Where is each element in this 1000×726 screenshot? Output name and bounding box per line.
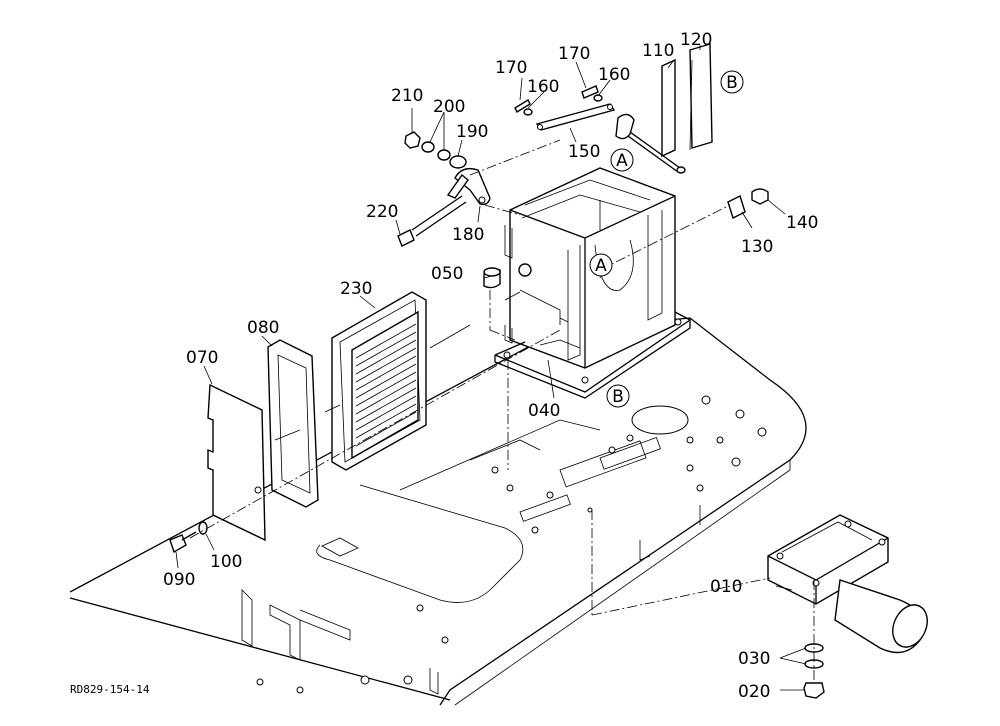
label-160-b: 160 [598, 65, 630, 85]
part-labels: 120 110 170 170 160 160 210 200 190 150 … [163, 30, 818, 702]
label-130: 130 [741, 237, 773, 257]
label-150: 150 [568, 142, 600, 162]
label-010: 010 [710, 577, 742, 597]
label-120: 120 [680, 30, 712, 50]
label-050: 050 [431, 264, 463, 284]
pad-110-120 [661, 43, 713, 158]
label-leaders [175, 45, 807, 691]
label-160-a: 160 [527, 77, 559, 97]
bolt-090 [169, 521, 208, 554]
label-100: 100 [210, 552, 242, 572]
ref-circle-b-bottom [606, 384, 630, 408]
drawing-code: RD829-154-14 [70, 683, 150, 696]
gasket-frame [267, 339, 319, 508]
ref-circle-a-top [610, 148, 634, 172]
reference-marks: B A A B [589, 70, 744, 408]
label-170-a: 170 [495, 58, 527, 78]
leader-lines [189, 59, 815, 680]
label-110: 110 [642, 41, 674, 61]
base-plate [69, 317, 807, 706]
label-090: 090 [163, 570, 195, 590]
cover-panel [207, 383, 266, 542]
label-210: 210 [391, 86, 423, 106]
label-230: 230 [340, 279, 372, 299]
label-180: 180 [452, 225, 484, 245]
label-170-b: 170 [558, 44, 590, 64]
label-030: 030 [738, 649, 770, 669]
label-020: 020 [738, 682, 770, 702]
label-190: 190 [456, 122, 488, 142]
label-080: 080 [247, 318, 279, 338]
ref-circle-a-box [589, 253, 613, 277]
ref-mark-b-top: B [726, 73, 738, 93]
label-220: 220 [366, 202, 398, 222]
linkage-assembly [397, 85, 686, 247]
ref-mark-b-bottom: B [612, 387, 624, 407]
clip-130 [727, 188, 769, 219]
filter-element [331, 291, 427, 471]
label-070: 070 [186, 348, 218, 368]
filter-pleats [355, 323, 417, 447]
label-040: 040 [528, 401, 560, 421]
air-duct [767, 514, 928, 654]
ref-mark-a-top: A [616, 151, 628, 171]
ref-mark-a-box: A [595, 256, 607, 276]
label-200: 200 [433, 97, 465, 117]
battery-box [494, 167, 692, 399]
ref-circle-b-top [720, 70, 744, 94]
plug-050 [483, 263, 532, 289]
label-140: 140 [786, 213, 818, 233]
